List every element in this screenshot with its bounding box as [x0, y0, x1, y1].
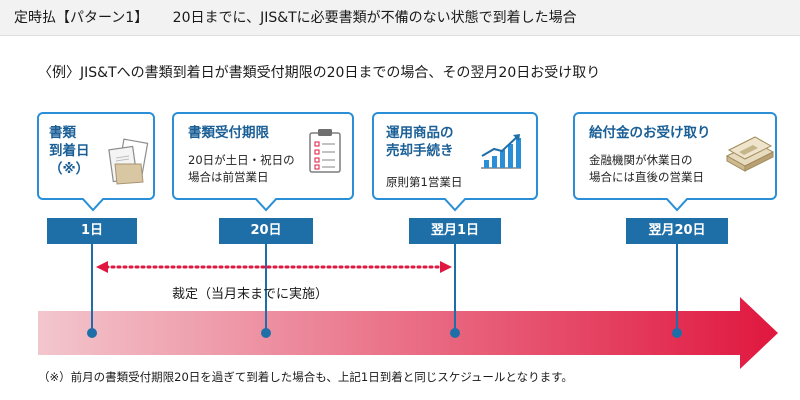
timeline-dot-1 [87, 328, 97, 338]
callout-pointer-4 [666, 198, 688, 212]
callout-pointer-1 [82, 198, 104, 212]
clipboard-checklist-icon [309, 129, 341, 173]
pattern-label: 定時払【パターン1】 [14, 10, 149, 26]
callout-description: 金融機関が休業日の 場合には直後の営業日 [589, 153, 704, 184]
page-header: 定時払【パターン1】 20日までに、JIS&Tに必要書類が不備のない状態で到着し… [0, 0, 800, 36]
date-label-1: 1日 [47, 218, 137, 244]
callout-description: 原則第1営業日 [386, 175, 463, 189]
deadline-arrowhead-right [440, 261, 452, 273]
deadline-arrowhead-left [96, 261, 108, 273]
deadline-label: 裁定（当月末までに実施） [172, 287, 329, 302]
callout-title: 運用商品の 売却手続き [386, 125, 454, 159]
example-text: 〈例〉JIS&Tへの書類到着日が書類受付期限の20日までの場合、その翌月20日お… [38, 65, 601, 81]
callout-pointer-2 [255, 198, 277, 212]
timeline-dot-4 [672, 328, 682, 338]
timeline-dot-3 [450, 328, 460, 338]
callout-document-arrival: 書類 到着日 （※） [37, 112, 155, 200]
callout-pointer-3 [444, 198, 466, 212]
footnote: （※）前月の書類受付期限20日を過ぎて到着した場合も、上記1日到着と同じスケジュ… [38, 370, 573, 384]
callout-benefit-receipt: 給付金のお受け取り 金融機関が休業日の 場合には直後の営業日 [573, 112, 777, 200]
callout-submission-deadline: 書類受付期限 20日が土日・祝日の 場合は前営業日 [172, 112, 354, 200]
callout-sale-procedure: 運用商品の 売却手続き 原則第1営業日 [372, 112, 538, 200]
callout-title: 書類受付期限 [188, 125, 269, 141]
date-label-2: 20日 [219, 218, 313, 244]
page-title: 20日までに、JIS&Tに必要書類が不備のない状態で到着した場合 [172, 10, 577, 26]
documents-icon [108, 138, 149, 185]
callout-title: 書類 到着日 （※） [49, 125, 90, 177]
callout-title: 給付金のお受け取り [589, 125, 711, 141]
bar-chart-icon [481, 134, 521, 169]
callout-description: 20日が土日・祝日の 場合は前営業日 [188, 153, 295, 184]
date-label-4: 翌月20日 [626, 218, 728, 244]
timeline-dot-2 [261, 328, 271, 338]
cash-bundle-icon [725, 136, 775, 172]
timeline-arrow [38, 297, 778, 369]
date-label-3: 翌月1日 [409, 218, 501, 244]
